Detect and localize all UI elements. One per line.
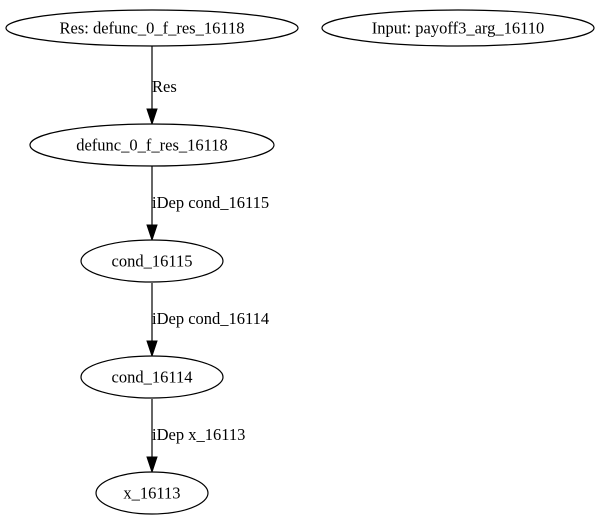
edge-label-idep-x-16113: iDep x_16113 [152,425,245,444]
edge-res-to-defunc: Res [146,46,177,126]
edge-label-res: Res [152,77,177,96]
node-label: defunc_0_f_res_16118 [76,136,228,155]
edge-defunc-to-cond-16115: iDep cond_16115 [146,166,269,242]
node-cond-16114[interactable]: cond_16114 [80,355,224,399]
node-cond-16115[interactable]: cond_16115 [80,239,224,283]
edge-label-idep-cond-16114: iDep cond_16114 [152,309,269,328]
node-label: Res: defunc_0_f_res_16118 [60,19,245,38]
node-defunc-0-f-res-16118[interactable]: defunc_0_f_res_16118 [29,123,275,167]
node-input-payoff3-arg-16110[interactable]: Input: payoff3_arg_16110 [321,9,595,47]
node-ellipse [321,9,595,47]
arrow-head [146,456,158,474]
node-x-16113[interactable]: x_16113 [95,471,209,515]
node-label: cond_16115 [112,252,193,271]
node-label: Input: payoff3_arg_16110 [372,19,544,38]
node-ellipse [5,9,299,47]
arrow-head [146,340,158,358]
node-label: cond_16114 [112,368,193,387]
node-res-defunc-0-f-res-16118[interactable]: Res: defunc_0_f_res_16118 [5,9,299,47]
arrow-head [146,224,158,242]
edge-cond-16115-to-cond-16114: iDep cond_16114 [146,283,269,358]
node-ellipse [29,123,275,167]
edge-cond-16114-to-x-16113: iDep x_16113 [146,399,245,474]
node-label: x_16113 [123,484,180,503]
node-ellipse [95,471,209,515]
node-ellipse [80,355,224,399]
edge-label-idep-cond-16115: iDep cond_16115 [152,193,269,212]
node-ellipse [80,239,224,283]
arrow-head [146,108,158,126]
